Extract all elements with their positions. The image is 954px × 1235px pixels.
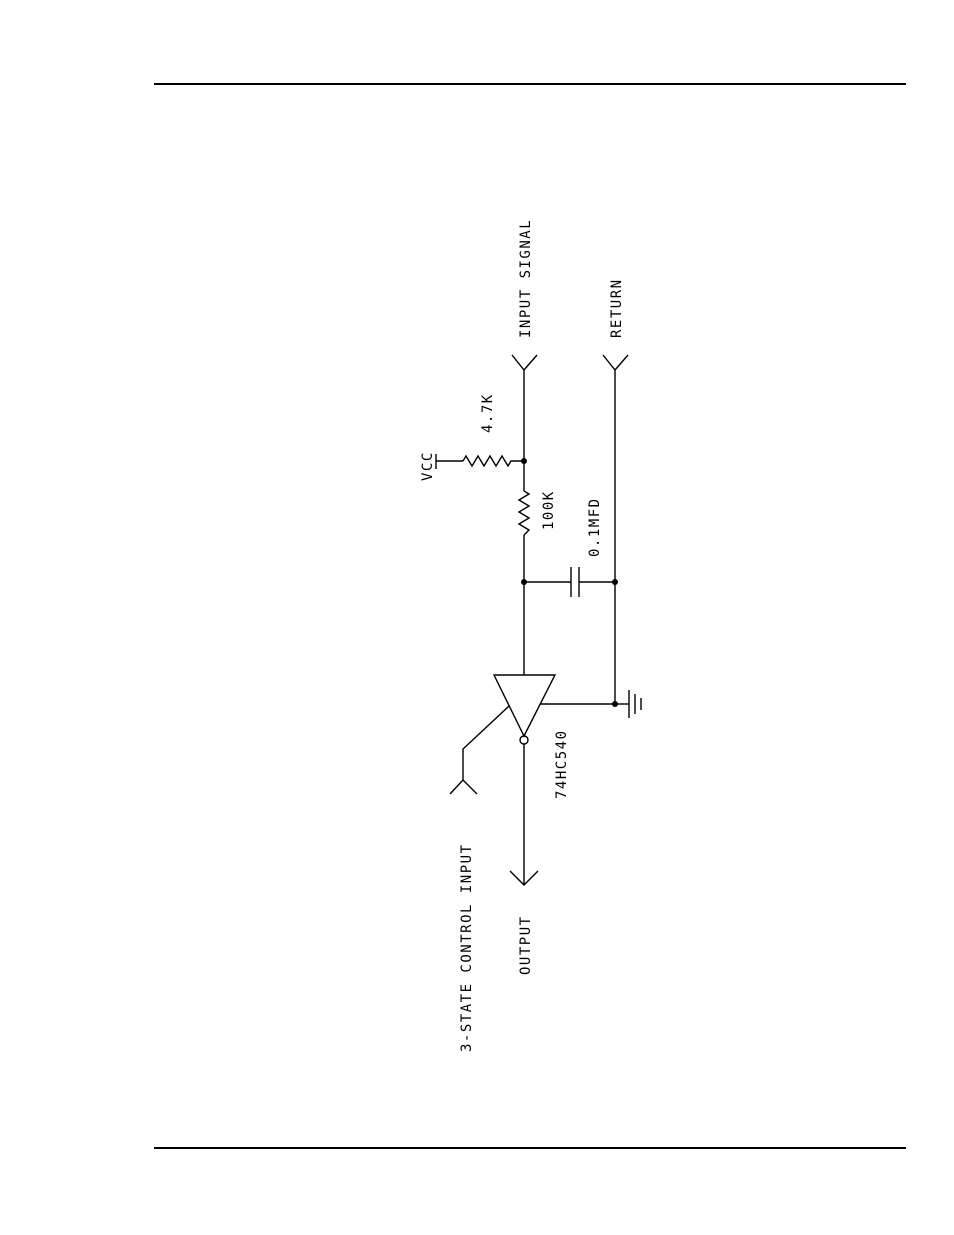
output-connector bbox=[510, 744, 538, 885]
input-signal-connector bbox=[512, 355, 537, 461]
return-connector bbox=[603, 355, 628, 704]
vcc-label: VCC bbox=[420, 451, 436, 481]
capacitor-0-1mfd bbox=[524, 567, 615, 597]
return-label: RETURN bbox=[609, 278, 625, 338]
control-input-label: 3-STATE CONTROL INPUT bbox=[459, 843, 475, 1052]
resistor-100k bbox=[519, 461, 529, 675]
ic-label: 74HC540 bbox=[554, 729, 570, 799]
buffer-74hc540 bbox=[494, 675, 555, 744]
ground-icon bbox=[615, 690, 641, 718]
control-input-connector bbox=[450, 706, 509, 794]
capacitor-label: 0.1MFD bbox=[587, 497, 603, 557]
input-signal-label: INPUT SIGNAL bbox=[518, 219, 534, 338]
vcc-terminal bbox=[436, 454, 463, 469]
junction-dot bbox=[612, 579, 618, 585]
resistor-4-7k-label: 4.7K bbox=[480, 393, 496, 433]
output-label: OUTPUT bbox=[518, 915, 534, 975]
resistor-4-7k bbox=[463, 456, 524, 466]
resistor-100k-label: 100K bbox=[541, 490, 557, 530]
